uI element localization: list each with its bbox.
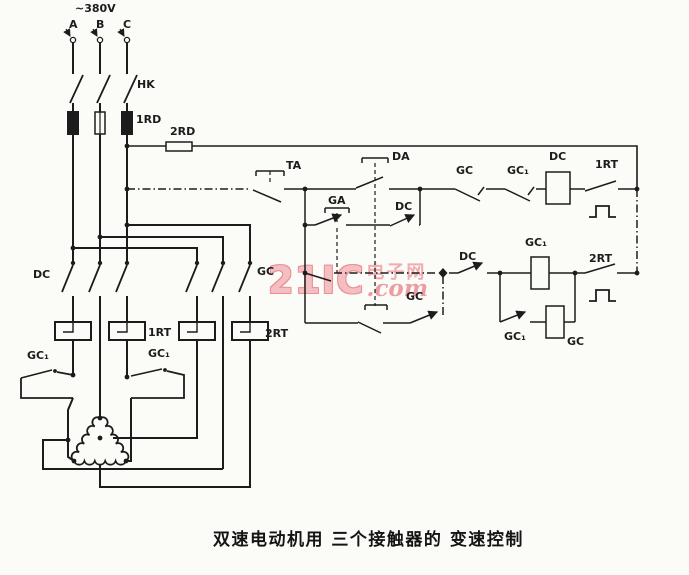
gc1-coil-label: GC₁ xyxy=(525,236,547,249)
gc1-bridge-mid-label: GC₁ xyxy=(148,347,170,360)
phase-c-label: C xyxy=(123,18,132,31)
control-wires xyxy=(63,28,638,339)
gc1-nc-row1-label: GC₁ xyxy=(507,164,529,177)
rt2-heater-label: 2RT xyxy=(265,327,289,340)
stop-button-label: TA xyxy=(286,159,302,172)
gc1-no-row3-label: GC₁ xyxy=(504,330,526,343)
phase-b-label: B xyxy=(96,18,105,31)
power-wires xyxy=(20,43,638,488)
fuse-main-label: 1RD xyxy=(136,113,162,126)
figure-caption: 双速电动机用 三个接触器的 变速控制 xyxy=(213,530,524,550)
gc1-bridge-left-label: GC₁ xyxy=(27,349,49,362)
phase-a-label: A xyxy=(69,18,78,31)
button-ga-label: GA xyxy=(328,194,346,207)
dc-seal-contact-label: DC xyxy=(395,200,413,213)
dc-main-contacts-label: DC xyxy=(33,268,51,281)
dc-coil-label: DC xyxy=(549,150,567,163)
junction-dots xyxy=(53,143,640,464)
gc-no-bottom-label: GC xyxy=(406,290,424,303)
supply-voltage-label: ~380V xyxy=(75,2,116,15)
gc-coil-label: GC xyxy=(567,335,585,348)
dc-no-row2-label: DC xyxy=(459,250,477,263)
knife-switch-label: HK xyxy=(137,78,155,91)
gc-nc-row1-label: GC xyxy=(456,164,474,177)
rt1-control-label: 1RT xyxy=(595,158,619,171)
button-da-label: DA xyxy=(392,150,410,163)
fuse-control-label: 2RD xyxy=(170,125,196,138)
rt2-control-label: 2RT xyxy=(589,252,613,265)
rt1-heater-label: 1RT xyxy=(148,326,172,339)
gc-main-contacts-label: GC xyxy=(257,265,275,278)
